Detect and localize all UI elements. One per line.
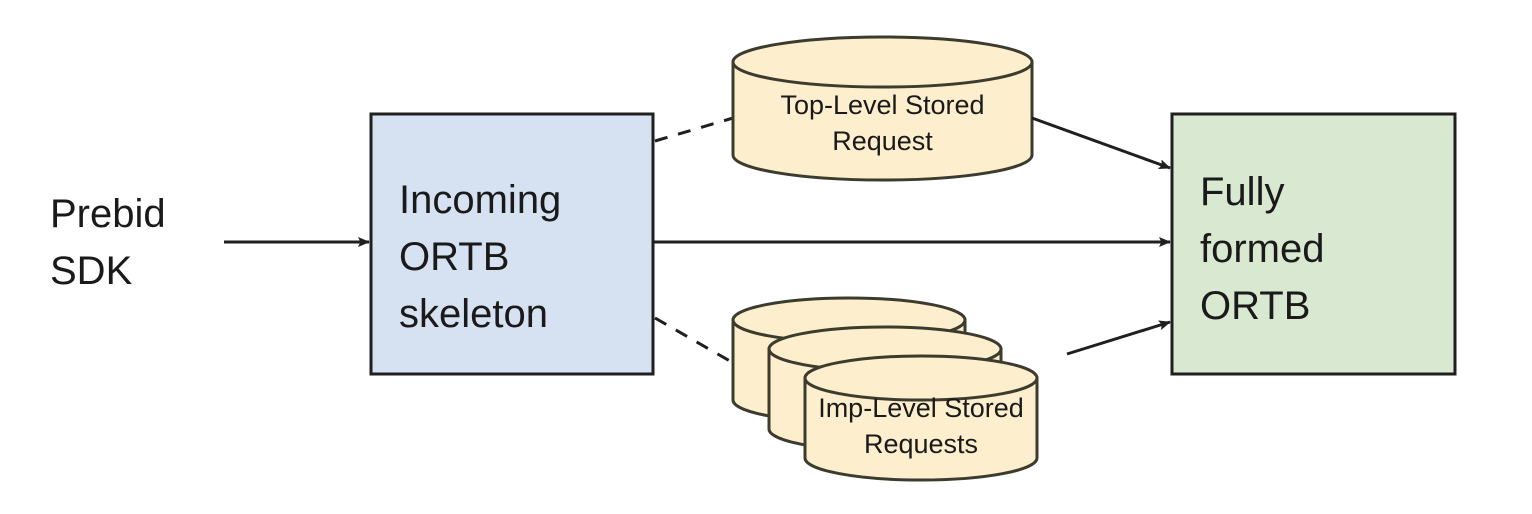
- incoming-label-line3: skeleton: [399, 292, 548, 336]
- edge-imp-level-to-output: [1066, 320, 1171, 356]
- imp-level-cylinder-front: [803, 354, 1039, 482]
- node-top-level-stored-request[interactable]: Top-Level Stored Request: [731, 35, 1034, 182]
- top-level-label-line1: Top-Level Stored: [780, 90, 984, 120]
- edge-incoming-to-imp-level: [654, 316, 743, 370]
- node-fully-formed-ortb[interactable]: Fully formed ORTB: [1170, 112, 1457, 376]
- top-level-label-line2: Request: [832, 126, 933, 156]
- edge-top-level-to-output: [1031, 116, 1171, 170]
- output-label-line2: formed: [1200, 227, 1325, 271]
- incoming-label-line2: ORTB: [399, 235, 509, 279]
- node-prebid-sdk[interactable]: Prebid SDK: [50, 192, 166, 293]
- imp-level-label-line2: Requests: [864, 429, 978, 459]
- prebid-sdk-label-line2: SDK: [50, 249, 133, 293]
- edge-incoming-to-top-level: [654, 116, 734, 143]
- node-imp-level-stored-requests[interactable]: Imp-Level Stored Requests: [731, 296, 1039, 482]
- prebid-sdk-label-line1: Prebid: [50, 192, 166, 236]
- incoming-label-line1: Incoming: [399, 178, 561, 222]
- output-label-line3: ORTB: [1200, 284, 1310, 328]
- node-incoming-ortb-skeleton[interactable]: Incoming ORTB skeleton: [369, 112, 655, 376]
- imp-level-label-line1: Imp-Level Stored: [818, 393, 1024, 423]
- output-label-line1: Fully: [1200, 170, 1284, 214]
